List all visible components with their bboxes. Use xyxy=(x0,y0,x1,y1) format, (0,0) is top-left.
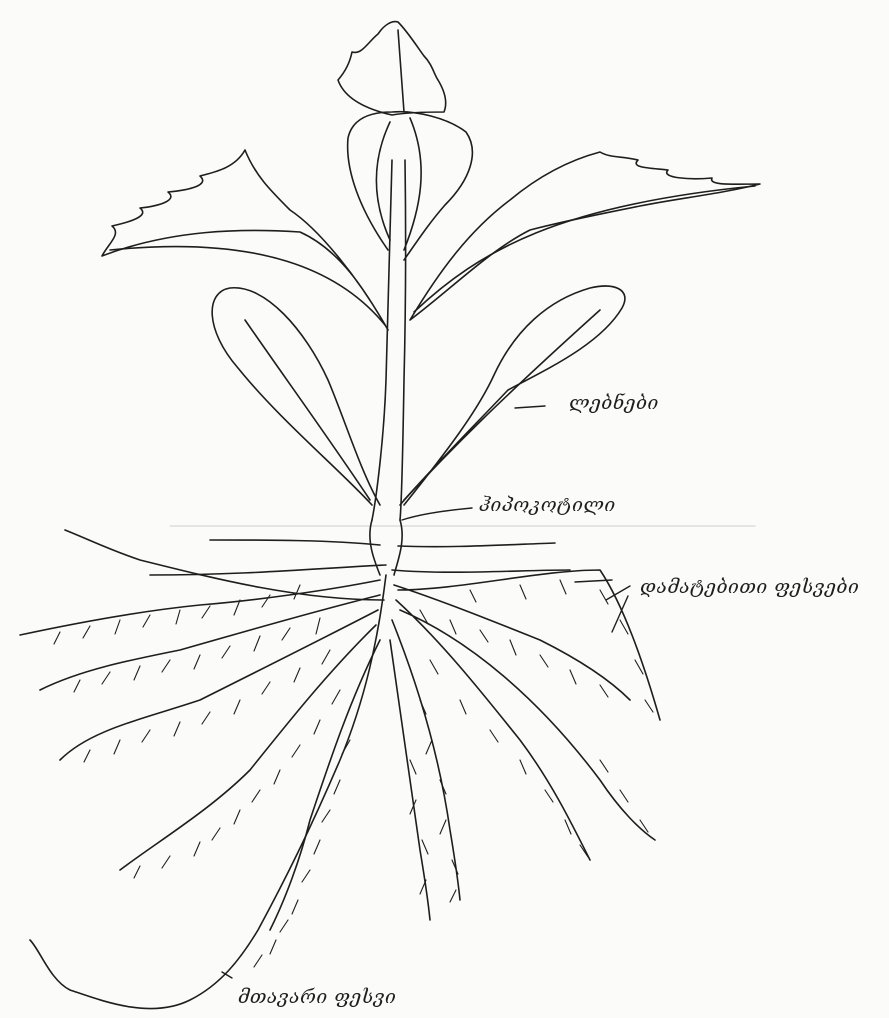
leaf-top xyxy=(338,22,446,115)
leader-cotyledons xyxy=(515,406,545,408)
leaf-left xyxy=(102,150,388,330)
label-lateral-roots: დამატებითი ფესვები xyxy=(640,576,859,598)
leader-hypocotyl xyxy=(402,508,472,520)
label-hypocotyl: ჰიპოკოტილი xyxy=(479,494,616,516)
taproot xyxy=(30,575,386,1009)
terminal-bud xyxy=(348,112,473,260)
lateral-root xyxy=(390,570,660,920)
root-hairs xyxy=(54,580,653,967)
label-taproot: მთავარი ფესვი xyxy=(238,986,396,1008)
cotyledon-left xyxy=(212,288,380,505)
leaf-right xyxy=(410,152,760,320)
lateral-root xyxy=(20,530,384,930)
label-cotyledons: ლებნები xyxy=(569,392,659,414)
hypocotyl xyxy=(370,520,402,575)
leader-lateral-roots xyxy=(575,580,630,632)
stem xyxy=(372,160,406,520)
lateral-root xyxy=(150,540,570,575)
